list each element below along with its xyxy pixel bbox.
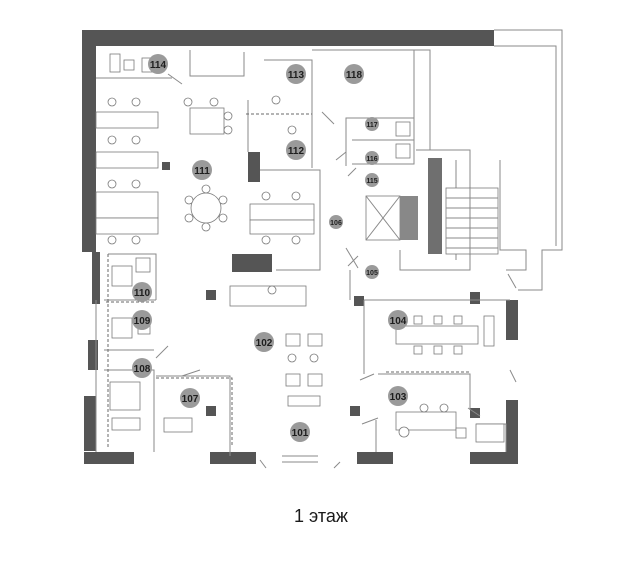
svg-text:110: 110 — [134, 288, 151, 299]
room-label: 109 — [132, 310, 152, 330]
svg-text:117: 117 — [366, 122, 377, 129]
room-label: 114 — [148, 54, 168, 74]
svg-text:109: 109 — [134, 316, 151, 327]
exterior-walls — [82, 30, 518, 464]
interior-walls — [95, 49, 510, 456]
room-label: 110 — [132, 282, 152, 302]
svg-text:108: 108 — [134, 364, 151, 375]
svg-text:113: 113 — [288, 70, 305, 81]
room-label: 108 — [132, 358, 152, 378]
svg-text:112: 112 — [288, 146, 305, 157]
svg-text:102: 102 — [256, 338, 273, 349]
dark-blocks — [162, 152, 272, 416]
svg-text:105: 105 — [366, 270, 378, 277]
room-label: 111 — [192, 160, 212, 180]
room-label: 116 — [365, 151, 379, 165]
office-103-furniture — [395, 403, 505, 443]
dashed-lines — [106, 113, 470, 448]
svg-text:118: 118 — [346, 70, 363, 81]
room-label: 106 — [329, 215, 343, 229]
room-label: 103 — [388, 386, 408, 406]
door-swings — [155, 73, 517, 469]
lounge-furniture — [285, 333, 323, 407]
room-label: 118 — [344, 64, 364, 84]
open-office-desks — [95, 107, 315, 307]
floor-caption: 1 этаж — [294, 506, 348, 526]
room-label: 112 — [286, 140, 306, 160]
room-label: 101 — [290, 422, 310, 442]
svg-text:114: 114 — [150, 60, 167, 71]
room-label: 113 — [286, 64, 306, 84]
chairs — [107, 95, 301, 295]
svg-text:116: 116 — [366, 156, 377, 163]
svg-text:111: 111 — [194, 166, 210, 177]
meeting-room-furniture — [395, 315, 495, 355]
stairs-and-elevator — [365, 158, 499, 255]
svg-text:115: 115 — [366, 178, 377, 185]
room-label: 115 — [365, 173, 379, 187]
room-label: 105 — [365, 265, 379, 279]
svg-text:106: 106 — [330, 220, 342, 227]
svg-text:104: 104 — [390, 316, 407, 327]
svg-text:101: 101 — [292, 428, 309, 439]
room-label: 117 — [365, 117, 379, 131]
room-label: 102 — [254, 332, 274, 352]
room-labels: 114 113 118 112 111 117 116 115 106 105 … — [132, 54, 408, 442]
svg-text:103: 103 — [390, 392, 407, 403]
room-label: 107 — [180, 388, 200, 408]
room-label: 104 — [388, 310, 408, 330]
small-office-furniture — [109, 53, 411, 433]
svg-text:107: 107 — [182, 394, 199, 405]
